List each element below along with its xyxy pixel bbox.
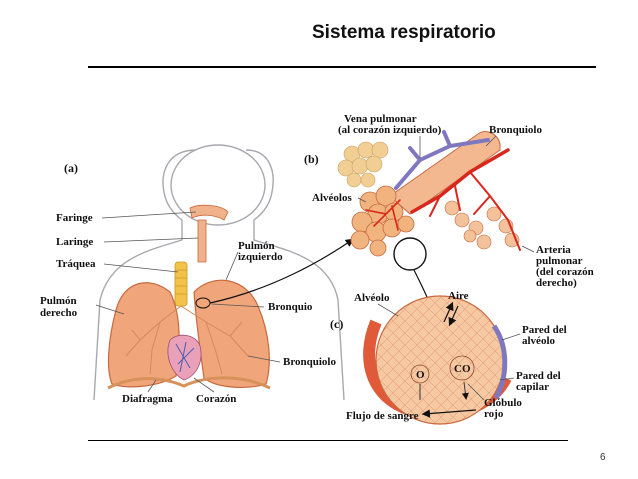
label-alveolo: Alvéolo	[354, 292, 390, 304]
panel-c-tag: (c)	[330, 317, 343, 331]
label-pulmon-izquierdo-1: Pulmón	[238, 240, 275, 252]
label-pulmon-derecho-2: derecho	[40, 307, 78, 319]
panel-c: (c) O CO Alvéolo Aire Pared del alvéolo …	[330, 290, 567, 425]
label-pared-alveolo-2: alvéolo	[522, 335, 555, 347]
panel-a-tag: (a)	[64, 161, 78, 175]
bronchial-tree	[125, 305, 249, 375]
pulmonary-artery	[365, 148, 521, 251]
label-pared-alveolo-1: Pared del	[522, 324, 567, 336]
panel-b-tag: (b)	[304, 152, 319, 166]
alveoli-right	[444, 200, 520, 250]
top-divider	[88, 66, 596, 68]
label-aire: Aire	[448, 290, 469, 302]
pulmonary-vein	[394, 130, 490, 190]
heart-vessels	[175, 341, 195, 373]
bronchiole-tube	[389, 131, 501, 215]
label-bronquiolo-b: Bronquiolo	[489, 124, 542, 136]
label-traquea: Tráquea	[56, 258, 96, 270]
o2-molecule	[410, 364, 430, 384]
blood-flow-arrow	[421, 409, 477, 418]
co2-molecule	[449, 355, 475, 381]
label-flujo: Flujo de sangre	[346, 410, 419, 422]
zoom-arrow-a-to-b	[209, 238, 354, 304]
air-out-arrow	[443, 301, 454, 323]
right-lung	[107, 282, 180, 388]
page-number: 6	[600, 452, 606, 463]
label-pulmon-izquierdo-2: izquierdo	[238, 251, 283, 263]
label-bronquiolo-a: Bronquiolo	[283, 356, 336, 368]
panel-a: (a) Faringe	[40, 144, 345, 405]
slide-title: Sistema respiratorio	[312, 22, 496, 43]
pharynx	[189, 204, 229, 221]
trachea	[174, 261, 188, 307]
head-outline	[170, 144, 266, 226]
label-alveolos: Alvéolos	[312, 192, 352, 204]
panel-b: (b) Vena pulmonar	[304, 113, 594, 289]
label-globulo-2: rojo	[484, 408, 504, 420]
label-bronquio: Bronquio	[268, 301, 313, 313]
label-arteria-2: pulmonar	[536, 255, 583, 267]
trachea-rings	[175, 269, 187, 295]
label-co2: CO	[454, 363, 471, 375]
gas-exchange-arrows	[419, 381, 466, 400]
label-arteria-1: Arteria	[536, 244, 571, 256]
label-o2: O	[416, 369, 425, 381]
label-arteria-4: derecho)	[536, 277, 577, 289]
label-vena-2: (al corazón izquierdo)	[338, 124, 442, 136]
alveoli-upper	[337, 141, 389, 188]
label-pared-capilar-1: Pared del	[516, 370, 561, 382]
label-vena-1: Vena pulmonar	[344, 113, 417, 125]
neck-airway	[197, 219, 207, 263]
air-in-arrow	[448, 305, 459, 327]
diaphragm	[107, 376, 271, 390]
label-faringe: Faringe	[56, 212, 93, 224]
label-corazon: Corazón	[196, 393, 236, 405]
label-arteria-3: (del corazón	[536, 266, 594, 278]
alveoli-cluster	[350, 185, 415, 257]
zoom-circle	[393, 237, 427, 271]
alveolar-wall	[491, 324, 508, 400]
label-laringe: Laringe	[56, 236, 93, 248]
label-diafragma: Diafragma	[122, 393, 173, 405]
label-pared-capilar-2: capilar	[516, 381, 549, 393]
label-pulmon-derecho-1: Pulmón	[40, 295, 77, 307]
label-globulo-1: Glóbulo	[484, 397, 522, 409]
bottom-divider	[88, 440, 568, 441]
